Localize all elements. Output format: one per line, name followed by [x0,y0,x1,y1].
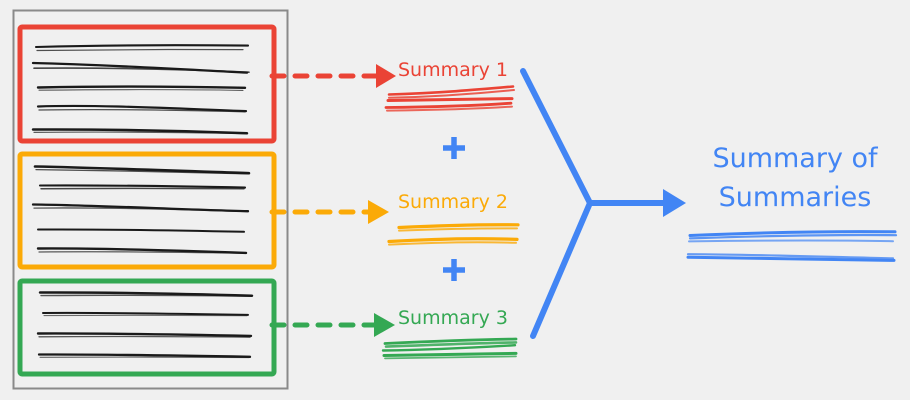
document-group-1[interactable] [17,24,277,144]
summary-1-label: Summary 1 [398,59,508,81]
summary-of-summaries[interactable]: Summary of Summaries [686,143,898,262]
document-group-1-text-lines [31,44,250,135]
map-arrow-2-head [368,200,389,224]
map-arrow-2 [269,200,389,224]
final-label-line-1: Summary of [712,143,879,174]
map-arrow-3 [269,313,395,337]
map-arrow-3-head [374,313,395,337]
summary-1-scribble [384,85,515,112]
map-arrow-1 [269,64,396,88]
plus-operator-1 [443,137,465,159]
map-arrow-1-head [376,64,396,88]
summary-2-scribble [387,223,520,246]
summary-2-label: Summary 2 [398,191,508,213]
merge-arrow-head [663,189,686,217]
document-group-2-text-lines [31,165,251,255]
final-label-line-2: Summaries [719,182,872,213]
document-group-1-box [17,24,277,144]
summary-1[interactable]: Summary 1 [384,59,515,112]
summary-3-scribble [381,337,518,360]
merge-arrow-branch-bottom [530,200,593,339]
source-panel-border [12,9,289,390]
plus-operator-2 [443,259,465,281]
final-summary-scribble [686,230,898,262]
summary-3[interactable]: Summary 3 [381,307,518,360]
merge-arrow [520,68,686,339]
document-group-3-text-lines [36,291,254,359]
merge-arrow-branch-top [520,68,593,206]
source-documents-panel [12,9,289,390]
summary-3-label: Summary 3 [398,307,508,329]
summary-2[interactable]: Summary 2 [387,191,520,246]
